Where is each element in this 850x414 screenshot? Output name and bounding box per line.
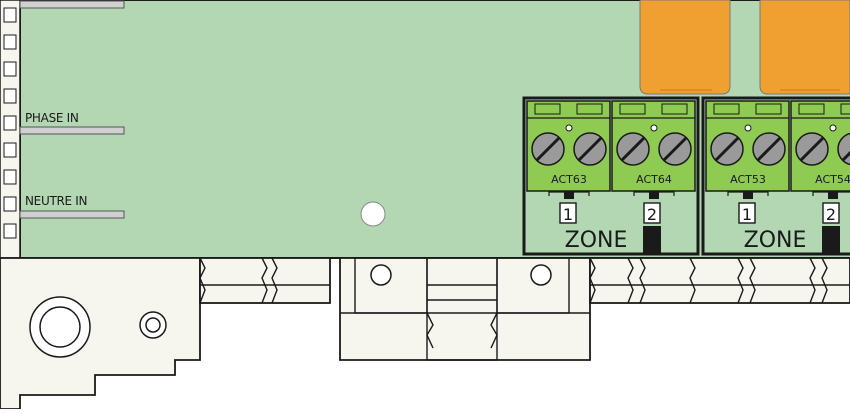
zone-label: ZONE: [744, 228, 807, 253]
relay-right: [759, 0, 850, 95]
neutre-in-label: NEUTRE IN: [25, 194, 87, 208]
zone-position-box: [822, 202, 840, 224]
housing-bottom: [0, 257, 850, 410]
actuator-label: ACT54: [815, 173, 850, 186]
housing-left-edge: [0, 0, 21, 259]
pin-top: [19, 0, 125, 9]
actuator-label: ACT63: [551, 173, 587, 186]
zone-position-number: 2: [826, 205, 836, 224]
zone-position-number: 1: [563, 205, 573, 224]
pin-phase-in: [19, 126, 125, 135]
terminal-act64: ACT64: [611, 100, 696, 199]
actuator-label: ACT53: [730, 173, 766, 186]
terminal-act53: ACT53: [705, 100, 790, 199]
housing-hole-small-inner: [145, 317, 161, 333]
pin-neutre-in: [19, 210, 125, 219]
housing-hole-left: [370, 264, 392, 286]
zone-position-box: [559, 202, 577, 224]
zone-position-box: [738, 202, 756, 224]
housing-hole-large-inner: [39, 306, 81, 348]
terminal-act54: ACT54: [790, 100, 850, 199]
housing-hole-right: [530, 264, 552, 286]
relay-left: [639, 0, 731, 95]
zone-position-number: 2: [647, 205, 657, 224]
housing-details: [199, 257, 850, 361]
zone-position-number: 1: [742, 205, 752, 224]
zone-position-box: [643, 202, 661, 224]
terminal-act63: ACT63: [526, 100, 611, 199]
pcb-hole: [360, 201, 386, 227]
actuator-label: ACT64: [636, 173, 672, 186]
phase-in-label: PHASE IN: [25, 111, 79, 125]
zone-label: ZONE: [565, 228, 628, 253]
